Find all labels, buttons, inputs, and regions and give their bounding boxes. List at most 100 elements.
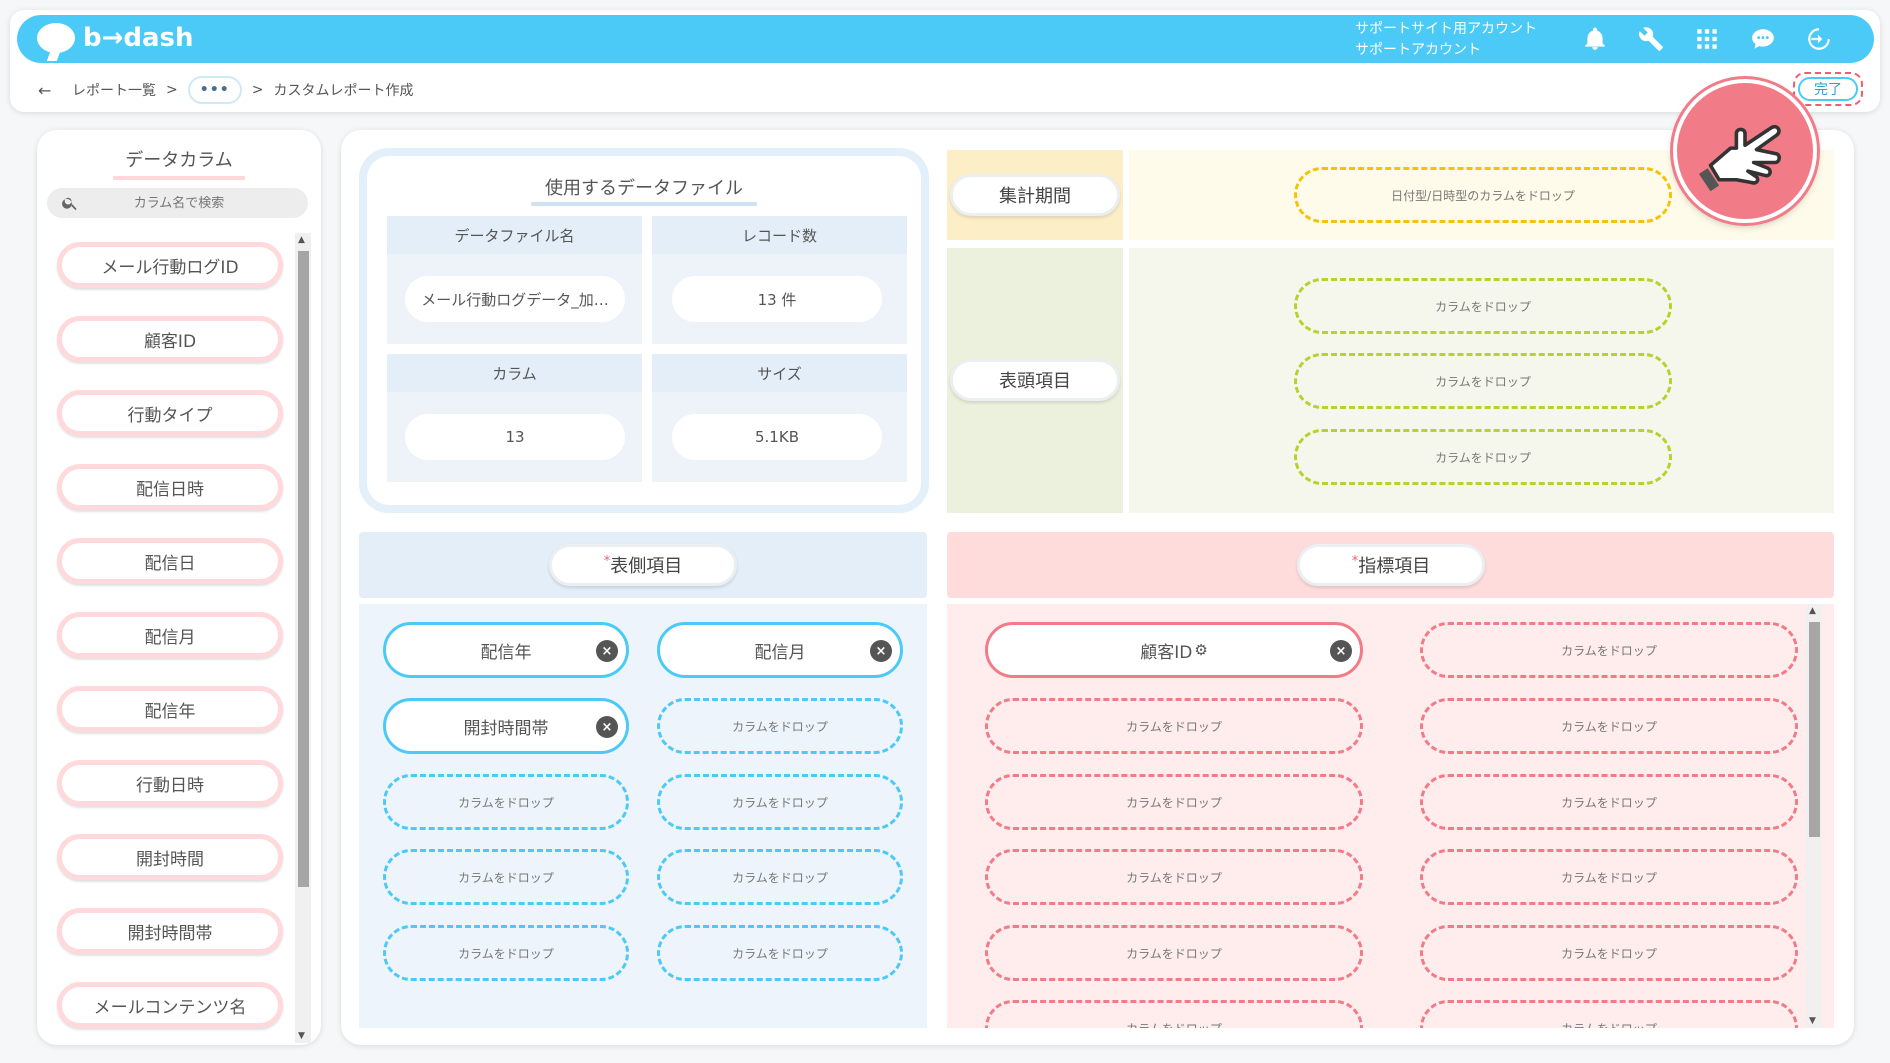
- column-count-header: カラム: [387, 354, 642, 392]
- back-arrow-icon[interactable]: ←: [38, 80, 52, 100]
- data-file-title: 使用するデータファイル: [367, 174, 921, 206]
- remove-icon[interactable]: ×: [596, 716, 618, 738]
- column-item[interactable]: 顧客ID: [57, 316, 283, 362]
- side-items-drop-area: 配信年 × 配信月 × 開封時間帯 × カラムをドロップ カラムをドロップ カラ…: [359, 604, 927, 1028]
- column-search-input[interactable]: [79, 195, 279, 211]
- side-drop-zone[interactable]: カラムをドロップ: [657, 774, 903, 830]
- metric-scroll-thumb[interactable]: [1809, 622, 1820, 837]
- account-line-1: サポートサイト用アカウント: [1355, 21, 1537, 37]
- side-drop-zone[interactable]: カラムをドロップ: [657, 698, 903, 754]
- file-name-header: データファイル名: [387, 216, 642, 254]
- remove-icon[interactable]: ×: [1330, 640, 1352, 662]
- column-item[interactable]: 配信日時: [57, 464, 283, 510]
- column-item[interactable]: 配信月: [57, 612, 283, 658]
- column-item[interactable]: 行動日時: [57, 760, 283, 806]
- chat-icon[interactable]: [1746, 23, 1780, 55]
- side-drop-zone[interactable]: カラムをドロップ: [383, 774, 629, 830]
- side-item-chip[interactable]: 配信年 ×: [383, 622, 629, 678]
- column-item[interactable]: 行動タイプ: [57, 390, 283, 436]
- metric-drop-zone[interactable]: カラムをドロップ: [1420, 698, 1798, 754]
- period-label: 集計期間: [950, 174, 1120, 216]
- file-size-cell: サイズ 5.1KB: [652, 354, 907, 482]
- gear-icon[interactable]: ⚙: [1194, 641, 1208, 659]
- metric-item-chip[interactable]: 顧客ID ⚙ ×: [985, 622, 1363, 678]
- column-item[interactable]: 配信日: [57, 538, 283, 584]
- done-button-highlight: 完了: [1793, 72, 1863, 106]
- report-builder-panel: 使用するデータファイル データファイル名 メール行動ログデータ_加… レコード数…: [341, 130, 1854, 1045]
- remove-icon[interactable]: ×: [596, 640, 618, 662]
- grid-icon[interactable]: [1690, 23, 1724, 55]
- column-item[interactable]: 開封時間帯: [57, 908, 283, 954]
- file-name-cell: データファイル名 メール行動ログデータ_加…: [387, 216, 642, 344]
- bell-icon[interactable]: [1578, 23, 1612, 55]
- account-line-2: サポートアカウント: [1355, 42, 1481, 58]
- column-item[interactable]: 開封時間: [57, 834, 283, 880]
- account-info[interactable]: サポートサイト用アカウント サポートアカウント: [1355, 19, 1537, 61]
- breadcrumb: ← レポート一覧 > ••• > カスタムレポート作成: [38, 76, 413, 104]
- header-drop-zone[interactable]: カラムをドロップ: [1294, 429, 1672, 485]
- file-size-value: 5.1KB: [672, 414, 882, 460]
- metric-items-label: * 指標項目: [1297, 544, 1485, 586]
- side-drop-zone[interactable]: カラムをドロップ: [657, 849, 903, 905]
- sidebar-title: データカラム: [37, 146, 321, 180]
- record-count-cell: レコード数 13 件: [652, 216, 907, 344]
- side-drop-zone[interactable]: カラムをドロップ: [383, 925, 629, 981]
- header-drop-zone[interactable]: カラムをドロップ: [1294, 278, 1672, 334]
- pointing-hand-icon: [1673, 79, 1817, 223]
- scroll-up-arrow-icon[interactable]: ▲: [1809, 606, 1816, 616]
- required-mark: *: [1351, 553, 1359, 569]
- sidebar-scroll-thumb[interactable]: [298, 251, 309, 887]
- side-items-header: * 表側項目: [359, 532, 927, 598]
- breadcrumb-ellipsis-button[interactable]: •••: [187, 76, 242, 104]
- required-mark: *: [603, 553, 611, 569]
- metric-drop-zone[interactable]: カラムをドロップ: [985, 925, 1363, 981]
- metric-items-header: * 指標項目: [947, 532, 1834, 598]
- done-button[interactable]: 完了: [1798, 77, 1858, 101]
- record-count-header: レコード数: [652, 216, 907, 254]
- data-file-info: 使用するデータファイル データファイル名 メール行動ログデータ_加… レコード数…: [359, 148, 929, 513]
- metric-drop-zone[interactable]: カラムをドロップ: [985, 1000, 1363, 1028]
- metric-drop-zone[interactable]: カラムをドロップ: [985, 698, 1363, 754]
- metric-scrollbar[interactable]: ▲ ▼: [1806, 604, 1822, 1028]
- wrench-icon[interactable]: [1634, 23, 1668, 55]
- logo[interactable]: b→dash: [37, 23, 194, 53]
- header-items-label-area: 表頭項目: [947, 248, 1123, 513]
- file-name-value: メール行動ログデータ_加…: [405, 276, 625, 322]
- metric-items-drop-area: 顧客ID ⚙ × カラムをドロップ カラムをドロップ カラムをドロップ カラムを…: [947, 604, 1834, 1028]
- period-drop-zone[interactable]: 日付型/日時型のカラムをドロップ: [1294, 167, 1672, 223]
- column-count-value: 13: [405, 414, 625, 460]
- search-icon: [62, 197, 77, 211]
- breadcrumb-separator: >: [166, 82, 178, 98]
- breadcrumb-report-list[interactable]: レポート一覧: [72, 83, 156, 99]
- breadcrumb-current: カスタムレポート作成: [273, 83, 414, 99]
- column-list: メール行動ログID 顧客ID 行動タイプ 配信日時 配信日 配信月 配信年 行動…: [57, 242, 289, 1045]
- column-item[interactable]: 配信年: [57, 686, 283, 732]
- file-size-header: サイズ: [652, 354, 907, 392]
- metric-drop-zone[interactable]: カラムをドロップ: [1420, 774, 1798, 830]
- side-drop-zone[interactable]: カラムをドロップ: [657, 925, 903, 981]
- remove-icon[interactable]: ×: [870, 640, 892, 662]
- scroll-up-arrow-icon[interactable]: ▲: [298, 235, 305, 245]
- header-items-drop-area: カラムをドロップ カラムをドロップ カラムをドロップ: [1129, 248, 1834, 513]
- metric-drop-zone[interactable]: カラムをドロップ: [985, 774, 1363, 830]
- side-drop-zone[interactable]: カラムをドロップ: [383, 849, 629, 905]
- header-drop-zone[interactable]: カラムをドロップ: [1294, 353, 1672, 409]
- side-item-chip[interactable]: 開封時間帯 ×: [383, 698, 629, 754]
- column-search: [47, 188, 308, 218]
- side-item-chip[interactable]: 配信月 ×: [657, 622, 903, 678]
- metric-drop-zone[interactable]: カラムをドロップ: [1420, 849, 1798, 905]
- breadcrumb-separator: >: [251, 82, 264, 98]
- scroll-down-arrow-icon[interactable]: ▼: [298, 1031, 305, 1041]
- scroll-down-arrow-icon[interactable]: ▼: [1809, 1016, 1816, 1026]
- logout-icon[interactable]: [1802, 23, 1836, 55]
- column-item[interactable]: メールコンテンツ名: [57, 982, 283, 1028]
- metric-drop-zone[interactable]: カラムをドロップ: [1420, 925, 1798, 981]
- sidebar-scrollbar[interactable]: ▲ ▼: [295, 233, 311, 1043]
- logo-text: b→dash: [83, 23, 194, 53]
- metric-drop-zone[interactable]: カラムをドロップ: [985, 849, 1363, 905]
- side-items-label: * 表側項目: [549, 544, 737, 586]
- metric-drop-zone[interactable]: カラムをドロップ: [1420, 622, 1798, 678]
- column-item[interactable]: メール行動ログID: [57, 242, 283, 288]
- period-label-area: 集計期間: [947, 150, 1123, 240]
- metric-drop-zone[interactable]: カラムをドロップ: [1420, 1000, 1798, 1028]
